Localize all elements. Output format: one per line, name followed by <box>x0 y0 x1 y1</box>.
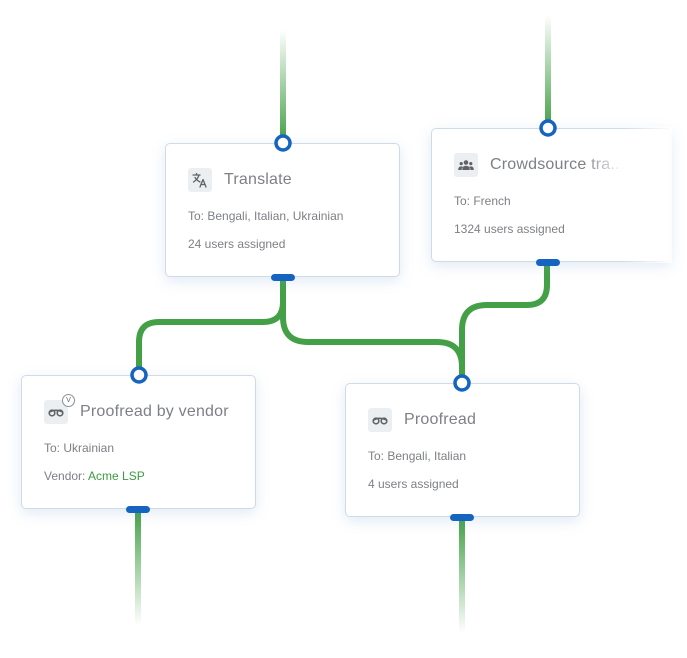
outgoing-connector-proofread-vendor <box>135 510 141 625</box>
outgoing-connector-proofread <box>459 518 465 633</box>
crowdsource-node-title: Crowdsource tra... <box>490 156 625 173</box>
translate-node-header: Translate <box>188 168 292 192</box>
proofread-vendor-node-languages: To: Ukrainian <box>44 441 115 455</box>
proofread-vendor-node[interactable]: V Proofread by vendor To: Ukrainian Vend… <box>21 375 256 509</box>
vendor-label: Vendor: <box>44 469 89 483</box>
proofread-node-assigned: 4 users assigned <box>368 477 459 491</box>
crowdsource-node-languages: To: French <box>454 194 511 208</box>
proofread-glasses-icon: V <box>44 394 75 424</box>
incoming-connector-translate <box>280 30 286 142</box>
vendor-name-link[interactable]: Acme LSP <box>88 469 145 483</box>
connector-translate-to-proofread <box>280 278 465 382</box>
proofread-vendor-node-title: Proofread by vendor <box>80 403 229 420</box>
proofread-vendor-node-vendor: Vendor: Acme LSP <box>44 469 145 483</box>
proofread-node-languages: To: Bengali, Italian <box>368 449 467 463</box>
crowdsource-node-header: Crowdsource tra... <box>454 153 624 177</box>
proofread-node-title: Proofread <box>404 411 477 428</box>
users-group-icon <box>454 153 478 177</box>
incoming-connector-crowdsource <box>545 15 551 127</box>
proofread-node-header: Proofread <box>368 408 476 432</box>
crowdsource-node-assigned: 1324 users assigned <box>454 222 565 236</box>
proofread-node[interactable]: Proofread To: Bengali, Italian 4 users a… <box>345 383 580 517</box>
crowdsource-node-fade <box>622 127 672 263</box>
translate-icon <box>188 168 212 192</box>
translate-node-title: Translate <box>224 171 292 188</box>
vendor-badge: V <box>62 394 75 407</box>
connector-translate-to-proofread-vendor <box>136 278 286 374</box>
proofread-vendor-node-header: V Proofread by vendor <box>44 394 229 424</box>
translate-node-languages: To: Bengali, Italian, Ukrainian <box>188 209 344 223</box>
proofread-glasses-icon <box>368 408 392 432</box>
translate-node[interactable]: Translate To: Bengali, Italian, Ukrainia… <box>165 143 400 277</box>
translate-node-assigned: 24 users assigned <box>188 237 286 251</box>
connector-crowdsource-to-proofread <box>459 263 550 382</box>
crowdsource-node[interactable]: Crowdsource tra... To: French 1324 users… <box>431 127 672 263</box>
